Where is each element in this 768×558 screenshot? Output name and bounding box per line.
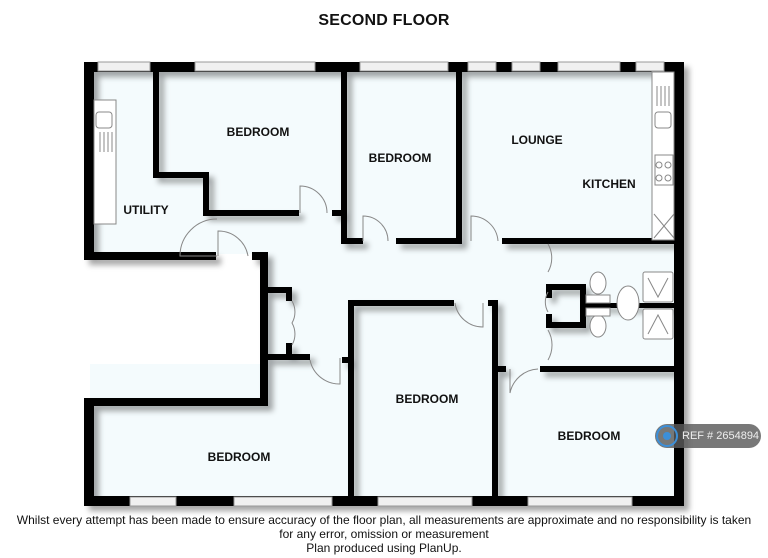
room-label-bedroom-4: BEDROOM xyxy=(396,392,459,406)
floor-area xyxy=(90,68,678,500)
room-label-bedroom-3: BEDROOM xyxy=(208,450,271,464)
doors xyxy=(179,185,553,394)
room-label-bedroom-1: BEDROOM xyxy=(227,125,290,139)
disclaimer: Whilst every attempt has been made to en… xyxy=(0,513,768,555)
disclaimer-line-3: Plan produced using PlanUp. xyxy=(306,541,462,555)
room-label-kitchen: KITCHEN xyxy=(582,177,635,191)
room-label-utility: UTILITY xyxy=(123,203,168,217)
disclaimer-line-2: for any error, omission or measurement xyxy=(279,527,489,541)
kitchen-units xyxy=(93,71,675,241)
windows xyxy=(97,61,665,507)
home-icon xyxy=(656,425,678,447)
reference-text: REF # 2654894 xyxy=(682,430,760,442)
room-label-bedroom-2: BEDROOM xyxy=(369,151,432,165)
bathroom-fixtures xyxy=(585,271,674,340)
disclaimer-line-1: Whilst every attempt has been made to en… xyxy=(16,513,752,527)
reference-badge: REF # 2654894 xyxy=(655,424,761,448)
room-label-bedroom-5: BEDROOM xyxy=(558,429,621,443)
room-label-lounge: LOUNGE xyxy=(511,133,562,147)
plan-title: SECOND FLOOR xyxy=(318,12,450,29)
room-labels: UTILITY BEDROOM BEDROOM LOUNGE KITCHEN B… xyxy=(123,125,635,464)
